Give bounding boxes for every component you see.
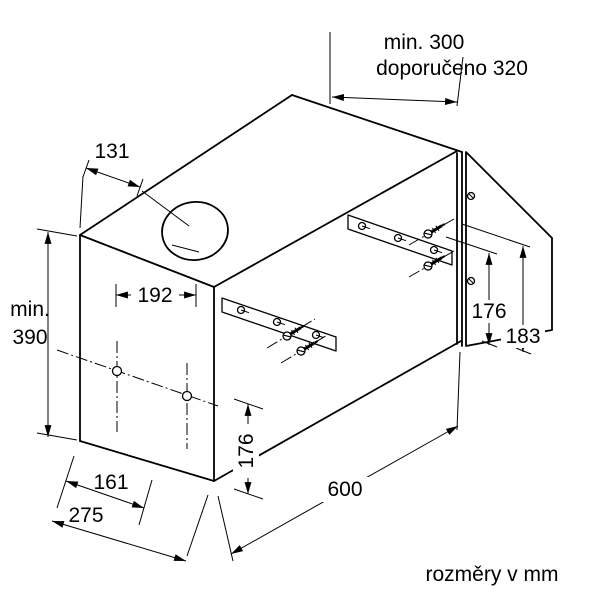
dim-192-text: 192 xyxy=(137,284,172,307)
mounting-screw xyxy=(423,255,446,271)
panel-centerlines xyxy=(56,341,219,449)
dimension-duct-offset: 131 xyxy=(79,140,190,229)
mounting-screw xyxy=(296,340,319,356)
dim-top-recommended-text: doporučeno 320 xyxy=(376,57,528,80)
duct-hole xyxy=(161,201,229,261)
dim-min-text: min. xyxy=(10,298,50,321)
dim-390-text: 390 xyxy=(12,326,47,349)
dim-top-min-text: min. 300 xyxy=(384,31,465,54)
cabinet-outline xyxy=(79,94,463,482)
door-panel xyxy=(465,151,553,347)
dimension-door-screws: 176 183 xyxy=(445,223,545,355)
unit-note: rozměry v mm xyxy=(426,563,559,586)
screw-axis-lines xyxy=(266,218,455,364)
mounting-screw xyxy=(282,325,305,341)
dim-131-text: 131 xyxy=(94,140,129,163)
mounting-screw xyxy=(423,223,446,239)
dimension-height-min: min. 390 xyxy=(10,228,78,441)
dimension-depths: 161 275 xyxy=(51,455,209,562)
dim-161-text: 161 xyxy=(93,471,128,494)
dim-600-text: 600 xyxy=(327,478,362,501)
dimension-top-clearance: min. 300 doporučeno 320 xyxy=(329,31,528,107)
dim-183-text: 183 xyxy=(505,325,540,348)
dimension-bracket-offset: 192 xyxy=(115,284,197,307)
mounting-rail-right xyxy=(347,214,453,266)
dimension-front-height: 176 xyxy=(233,398,264,500)
dimension-width: 600 xyxy=(217,351,461,562)
dim-176-right-text: 176 xyxy=(471,300,506,323)
dim-275-text: 275 xyxy=(68,504,103,527)
dim-176-front-text: 176 xyxy=(235,433,258,468)
mounting-rail-left xyxy=(221,297,337,352)
